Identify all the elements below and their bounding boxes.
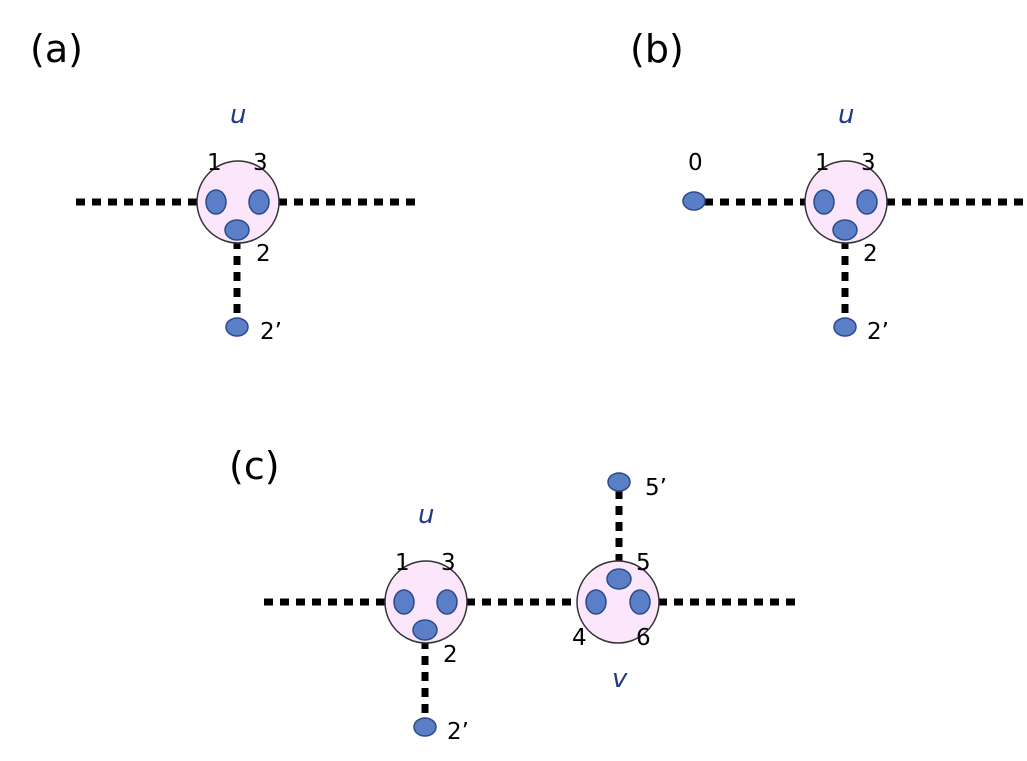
vertex-c-v xyxy=(576,560,660,644)
port-a-3 xyxy=(248,189,270,215)
port-b-2 xyxy=(832,219,858,241)
port-c-2-label: 2 xyxy=(443,642,458,668)
panel-label-a: (a) xyxy=(30,27,83,71)
port-b-0-label: 0 xyxy=(688,150,703,176)
port-b-2-label: 2 xyxy=(863,241,878,267)
vertex-b-u xyxy=(804,160,888,244)
port-c-4-label: 4 xyxy=(572,625,587,651)
port-c-6-label: 6 xyxy=(636,625,651,651)
port-c-2prime xyxy=(413,717,437,737)
port-b-2prime xyxy=(833,317,857,337)
port-c-2 xyxy=(412,619,438,641)
port-b-3 xyxy=(856,189,878,215)
port-b-0 xyxy=(682,191,706,211)
port-c-5 xyxy=(606,568,632,590)
port-b-3-label: 3 xyxy=(861,150,876,176)
port-c-3 xyxy=(436,589,458,615)
port-a-3-label: 3 xyxy=(253,150,268,176)
port-b-1-label: 1 xyxy=(815,150,830,176)
port-c-1-label: 1 xyxy=(395,550,410,576)
port-b-2prime-label: 2’ xyxy=(867,319,889,345)
vertex-a-name: u xyxy=(230,100,247,130)
port-a-1-label: 1 xyxy=(207,150,222,176)
port-c-6 xyxy=(629,589,651,615)
vertex-c-u xyxy=(384,560,468,644)
port-a-2 xyxy=(224,219,250,241)
panel-label-b: (b) xyxy=(630,27,684,71)
vertex-b-name: u xyxy=(838,100,855,130)
port-a-2-label: 2 xyxy=(256,241,271,267)
vertex-c-u-name: u xyxy=(418,500,435,530)
port-a-2prime xyxy=(225,317,249,337)
port-c-5prime-label: 5’ xyxy=(645,475,667,501)
port-c-1 xyxy=(393,589,415,615)
panel-label-c: (c) xyxy=(229,444,280,488)
vertex-a-u xyxy=(196,160,280,244)
port-c-2prime-label: 2’ xyxy=(447,719,469,745)
port-c-5-label: 5 xyxy=(636,550,651,576)
port-c-3-label: 3 xyxy=(441,550,456,576)
vertex-c-v-name: v xyxy=(612,664,628,694)
port-a-1 xyxy=(205,189,227,215)
port-a-2prime-label: 2’ xyxy=(260,319,282,345)
port-c-4 xyxy=(585,589,607,615)
port-b-1 xyxy=(813,189,835,215)
port-c-5prime xyxy=(607,472,631,492)
